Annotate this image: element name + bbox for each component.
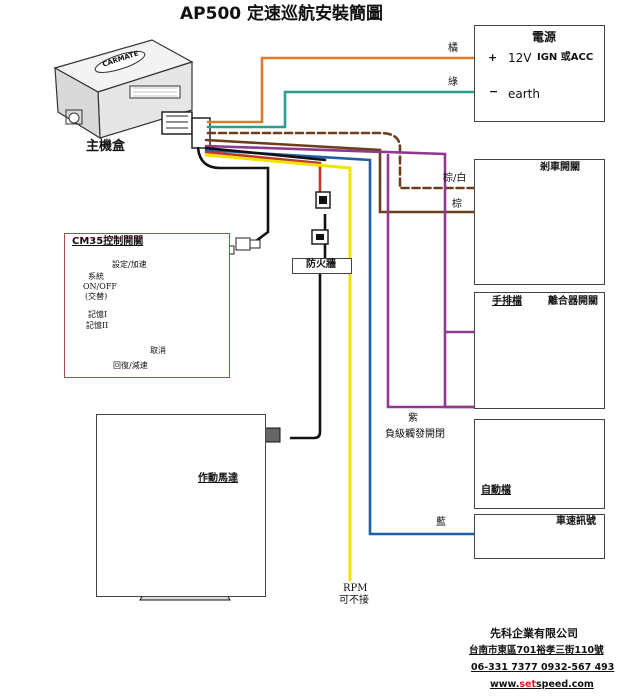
wire-label-green: 綠 (448, 77, 458, 88)
wire-label-blue: 藍 (436, 517, 446, 528)
wire-label-rpm-note: 可不接 (339, 595, 369, 606)
brake-switch-box (474, 159, 605, 285)
auto-trans-box (474, 419, 605, 509)
wire-label-orange: 橘 (448, 43, 458, 54)
main-unit-label: 主機盒 (86, 139, 126, 154)
ctrl-label-cancel: 取消 (150, 346, 166, 355)
company-name: 先科企業有限公司 (490, 627, 578, 640)
actuator-label: 作動馬達 (198, 473, 238, 484)
handbrake-label: 手排檔 (492, 296, 522, 307)
wire-label-rpm: RPM (343, 583, 368, 594)
wire-label-purple: 紫 (408, 413, 418, 424)
firewall-label: 防火牆 (306, 259, 336, 270)
ctrl-label-system: 系統 (88, 272, 104, 281)
neg-trigger-label: 負級觸發開閉 (385, 429, 445, 440)
actuator-wire (290, 214, 327, 440)
page-title: AP500 定速巡航安裝簡圖 (180, 4, 384, 24)
wire-label-brown-white: 棕/白 (443, 173, 467, 184)
company-phone: 06-331 7377 0932-567 493 (471, 662, 615, 673)
controller-title: CM35控制開關 (72, 236, 144, 247)
website-accent: set (519, 679, 536, 690)
ctrl-label-set-accel: 設定/加速 (112, 260, 147, 269)
earth-label: earth (508, 87, 540, 101)
website-suffix: speed.com (535, 679, 594, 690)
ctrl-label-resume: 回復/減速 (113, 361, 148, 370)
main-unit-illustration (53, 39, 194, 140)
ctrl-label-mem1: 記憶I (88, 310, 108, 319)
speed-signal-title: 車速訊號 (556, 516, 596, 527)
power-voltage: 12V (508, 51, 532, 65)
controller-box (64, 233, 230, 378)
power-title: 電源 (532, 30, 557, 44)
auto-trans-label: 自動檔 (481, 485, 511, 496)
power-source: IGN 或ACC (537, 52, 594, 63)
power-box (474, 25, 605, 122)
firewall-connectors (311, 191, 331, 245)
company-address: 台南市東區701裕孝三街110號 (469, 645, 604, 656)
website-prefix: www. (490, 679, 520, 690)
ctrl-label-onoff: ON/OFF (83, 282, 117, 291)
plus-symbol: + (488, 51, 498, 64)
actuator-box (96, 414, 266, 597)
firewall-box (292, 258, 352, 274)
clutch-switch-box (474, 292, 605, 409)
ctrl-label-mem2: 記憶II (86, 321, 109, 330)
minus-symbol: − (489, 85, 499, 98)
brake-switch-title: 剎車開關 (540, 162, 580, 173)
wire-label-brown: 棕 (452, 199, 462, 210)
ctrl-label-switch: (交替) (85, 292, 108, 301)
clutch-switch-title: 離合器開關 (548, 296, 598, 307)
company-website[interactable]: www.setspeed.com (490, 680, 594, 690)
harness-connector (161, 111, 211, 149)
speed-signal-box (474, 514, 605, 559)
